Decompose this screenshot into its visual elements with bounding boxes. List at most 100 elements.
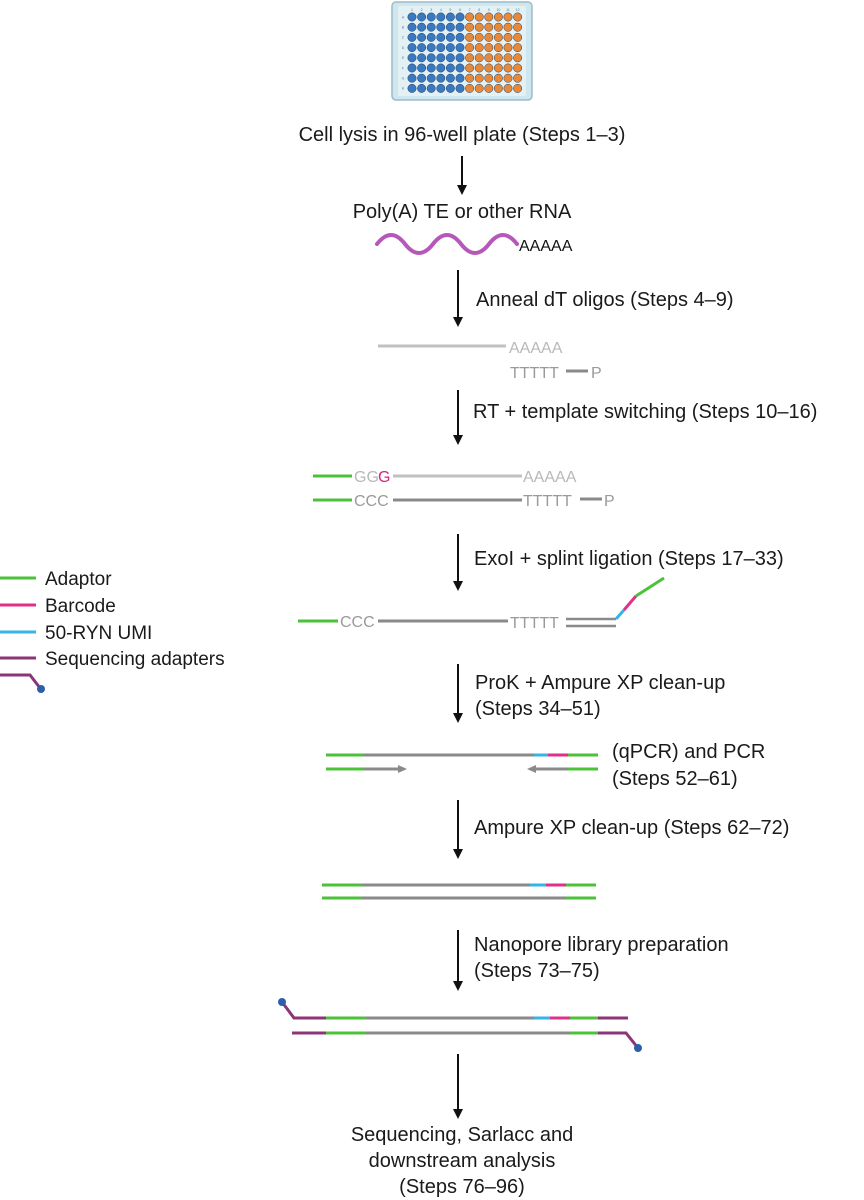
step-polya-rna-label: Poly(A) TE or other RNA	[353, 201, 572, 223]
plate-well	[493, 63, 503, 73]
step-exoi-label: ExoI + splint ligation (Steps 17–33)	[474, 548, 784, 570]
plate-well	[407, 63, 417, 73]
plate-well	[493, 73, 503, 83]
plate-well	[465, 43, 475, 53]
plate-well	[513, 63, 523, 73]
plate-well	[426, 63, 436, 73]
plate-well	[484, 53, 494, 63]
annealed-polya-label: AAAAA	[509, 340, 563, 357]
ligation-adaptor-segment	[635, 576, 665, 598]
legend-seq-adapter-motor-swatch	[0, 673, 42, 689]
plate-well	[465, 83, 475, 93]
plate-well	[426, 53, 436, 63]
plate-well	[436, 83, 446, 93]
plate-well	[407, 43, 417, 53]
plate-well	[436, 73, 446, 83]
plate-well	[436, 43, 446, 53]
plate-column-label: 1	[411, 8, 413, 12]
plate-well	[474, 63, 484, 73]
plate-column-label: 6	[459, 8, 461, 12]
plate-row-label: G	[402, 77, 405, 81]
plate-well	[436, 53, 446, 63]
plate-well	[445, 53, 455, 63]
step-pcr-label-line2: (Steps 52–61)	[612, 768, 738, 790]
plate-well	[417, 22, 427, 32]
rt-gg-label: GG	[354, 469, 379, 486]
library-seq-adapter-left	[280, 1001, 326, 1020]
plate-well	[445, 12, 455, 22]
plate-well	[407, 83, 417, 93]
plate-well	[426, 12, 436, 22]
plate-row-label: H	[402, 87, 405, 91]
step-pcr-label-line1: (qPCR) and PCR	[612, 741, 765, 763]
plate-well	[417, 12, 427, 22]
plate-well	[465, 63, 475, 73]
plate-well	[465, 73, 475, 83]
plate-well	[455, 22, 465, 32]
plate-column-label: 9	[488, 8, 490, 12]
plate-column-label: 3	[430, 8, 432, 12]
ligation-barcode-segment	[622, 595, 638, 611]
rt-ccc-label: CCC	[354, 493, 389, 510]
plate-well	[417, 43, 427, 53]
plate-well	[455, 43, 465, 53]
plate-row-label: B	[402, 26, 405, 30]
plate-well	[455, 83, 465, 93]
plate-well	[503, 73, 513, 83]
plate-row-label: C	[402, 36, 405, 40]
plate-well	[474, 22, 484, 32]
plate-well	[474, 53, 484, 63]
ligation-ccc-label: CCC	[340, 614, 375, 631]
plate-well	[484, 12, 494, 22]
library-motor-protein-right	[634, 1044, 642, 1052]
step-nanopore-label-line2: (Steps 73–75)	[474, 960, 600, 982]
plate-well	[484, 73, 494, 83]
rna-wave-strand	[375, 233, 519, 255]
legend: Adaptor Barcode 50-RYN UMI Sequencing ad…	[0, 569, 225, 693]
plate-column-label: 12	[516, 8, 520, 12]
legend-umi-label: 50-RYN UMI	[45, 623, 152, 644]
plate-well	[513, 43, 523, 53]
plate-well	[513, 32, 523, 42]
plate-well	[484, 63, 494, 73]
plate-column-label: 2	[421, 8, 423, 12]
step-nanopore-label-line1: Nanopore library preparation	[474, 934, 729, 956]
plate-column-label: 11	[506, 8, 510, 12]
plate-well	[436, 32, 446, 42]
plate-well	[426, 22, 436, 32]
legend-seq-adapter-label: Sequencing adapters	[45, 649, 225, 670]
plate-well	[503, 43, 513, 53]
plate-well	[417, 63, 427, 73]
plate-well	[503, 53, 513, 63]
plate-well	[417, 83, 427, 93]
plate-well	[503, 32, 513, 42]
plate-well	[417, 73, 427, 83]
plate-well	[445, 83, 455, 93]
plate-wells	[407, 12, 523, 93]
plate-well	[503, 63, 513, 73]
plate-well	[417, 53, 427, 63]
plate-well	[513, 73, 523, 83]
rt-polyt-label: TTTTT	[523, 493, 572, 510]
plate-row-label: F	[402, 66, 404, 70]
plate-well	[407, 73, 417, 83]
plate-well	[426, 83, 436, 93]
step-rt-label: RT + template switching (Steps 10–16)	[473, 401, 817, 423]
plate-well	[474, 43, 484, 53]
plate-well	[407, 22, 417, 32]
plate-well	[455, 32, 465, 42]
plate-column-label: 10	[496, 8, 500, 12]
legend-motor-protein-icon	[37, 685, 45, 693]
plate-well	[493, 22, 503, 32]
plate-well	[426, 32, 436, 42]
plate-well	[503, 22, 513, 32]
ligation-polyt-label: TTTTT	[510, 615, 559, 632]
step-cell-lysis-label: Cell lysis in 96-well plate (Steps 1–3)	[299, 124, 626, 146]
annealed-phosphate-label: P	[591, 365, 602, 382]
plate-well	[474, 73, 484, 83]
step-final-label-line2: downstream analysis	[369, 1150, 556, 1172]
